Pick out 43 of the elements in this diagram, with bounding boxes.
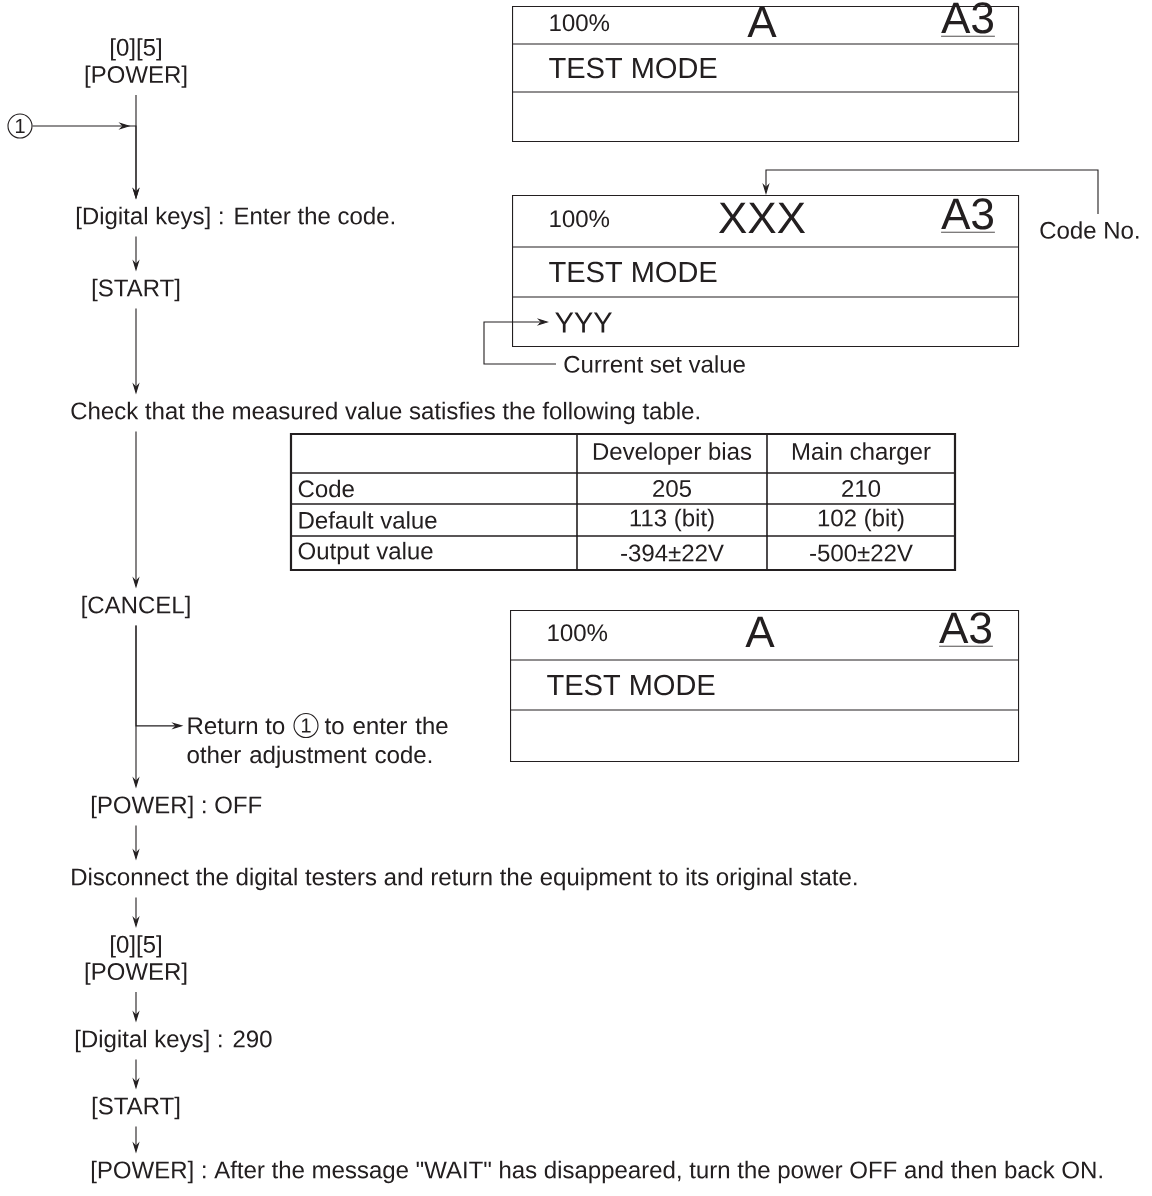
step-text: [CANCEL] <box>82 595 190 619</box>
table-cell: Output value <box>290 535 578 571</box>
table-cell: -500±22V <box>766 535 956 571</box>
table-cell: -394±22V <box>576 535 768 571</box>
table-cell: Main charger <box>766 433 956 474</box>
table-cell: 210 <box>766 472 956 505</box>
callout-text: Current set value <box>564 355 745 373</box>
table-cell: Code <box>290 472 578 505</box>
display-text: A <box>747 6 777 37</box>
display-text: A3 <box>938 612 994 647</box>
table-cell: 102 (bit) <box>766 503 956 537</box>
display-text: 100% <box>550 210 610 228</box>
display-text: TEST MODE <box>547 674 715 696</box>
display-panel <box>511 2 1020 143</box>
step-text: [0][5] [POWER] <box>85 935 187 985</box>
display-text: YYY <box>555 312 612 333</box>
step-text: [Digital keys] : Enter the code. <box>76 206 394 230</box>
display-text: A3 <box>940 198 996 233</box>
table-cell: 113 (bit) <box>576 503 768 537</box>
step-text: Check that the measured value satisfies the following table. <box>71 401 699 425</box>
step-text: [Digital keys] : 290 <box>75 1029 272 1053</box>
display-panel <box>511 195 1020 348</box>
display-text: TEST MODE <box>549 57 717 79</box>
step-text: [POWER] : After the message "WAIT" has disappeared, turn the power OFF and then back ON. <box>91 1160 1102 1184</box>
step-text: [0][5] [POWER] <box>85 38 187 88</box>
table-cell: 205 <box>576 472 768 505</box>
display-text: A <box>745 616 775 647</box>
table-cell: Default value <box>290 503 578 537</box>
display-text: A3 <box>940 2 996 37</box>
step-text: [START] <box>92 1096 180 1120</box>
display-panel <box>509 610 1020 763</box>
display-text: 100% <box>550 14 610 32</box>
step-text: [START] <box>92 278 180 302</box>
circled-number: 1 <box>7 113 33 139</box>
display-text: TEST MODE <box>549 261 717 283</box>
step-text: Disconnect the digital testers and return the equipment to its original state. <box>72 867 857 891</box>
callout-text: Code No. <box>1040 221 1139 239</box>
display-text: 100% <box>548 624 608 642</box>
leader-line <box>483 318 557 365</box>
display-text: XXX <box>719 202 806 233</box>
step-text: [POWER] : OFF <box>91 795 262 819</box>
table-cell: Developer bias <box>576 433 768 474</box>
instruction-text: Return to 1 to enter the other adjustment code. <box>187 712 448 768</box>
